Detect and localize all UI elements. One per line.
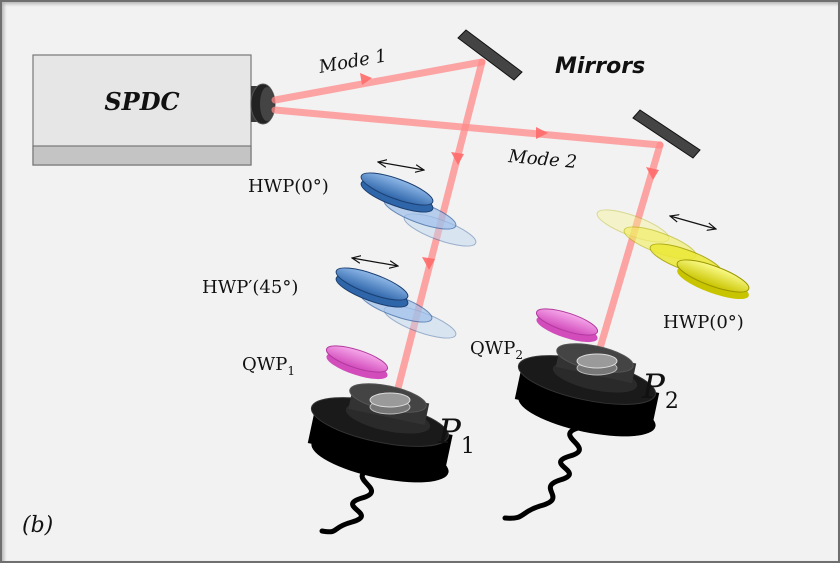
fiber-p1 xyxy=(319,467,374,535)
hwp-left-prime-stack: HWP′(45°) xyxy=(202,258,457,339)
hwp-left-prime-plate xyxy=(335,267,409,308)
mirror-1 xyxy=(457,29,523,81)
qwp1: QWP1 xyxy=(242,345,389,380)
beam-arrows xyxy=(360,73,659,270)
hwp-right-translation-arrow xyxy=(670,216,716,229)
arrow-mode1 xyxy=(360,73,372,85)
qwp2-label: QWP2 xyxy=(470,338,523,362)
spdc-label: SPDC xyxy=(104,87,179,116)
panel-label: (b) xyxy=(22,513,53,538)
hwp-left-translation-arrow xyxy=(378,162,424,170)
beam-mode2-in xyxy=(271,106,664,149)
detector-p2-label: P2 xyxy=(641,367,679,414)
arrow-mode2 xyxy=(536,127,548,139)
detector-p1-label: P1 xyxy=(437,412,475,459)
mirrors-label: Mirrors xyxy=(555,54,645,79)
beam-mode2-down xyxy=(591,141,664,369)
beam-mode1-in xyxy=(271,58,486,104)
hwp-left-plate xyxy=(360,172,434,213)
hwp-left-stack: HWP(0°) xyxy=(248,162,477,247)
beam-mode1-down xyxy=(391,58,486,404)
mode2-label: Mode 2 xyxy=(507,146,578,173)
hwp-left-prime-translation-arrow xyxy=(352,258,398,266)
mode1-label: Mode 1 xyxy=(316,45,388,78)
hwp-right-stack: HWP(0°) xyxy=(596,209,750,333)
hwp-right-label: HWP(0°) xyxy=(663,312,744,333)
hwp-left-label: HWP(0°) xyxy=(248,176,329,197)
arrow-mode1-down-a xyxy=(451,152,464,165)
spdc-source: SPDC xyxy=(32,54,276,166)
arrow-mode1-down-b xyxy=(422,257,435,270)
hwp-left-prime-label: HWP′(45°) xyxy=(202,277,298,298)
qwp2: QWP2 xyxy=(470,308,599,362)
detector-p2: P2 xyxy=(502,343,679,521)
arrow-mode2-down xyxy=(646,167,659,180)
mirror-2 xyxy=(632,109,701,159)
hwp-right-plate xyxy=(676,259,750,300)
mirrors: Mirrors xyxy=(457,29,701,159)
fiber-p2 xyxy=(502,425,582,521)
beams xyxy=(271,58,664,404)
qwp1-label: QWP1 xyxy=(242,354,295,378)
detector-p1: P1 xyxy=(307,383,475,535)
